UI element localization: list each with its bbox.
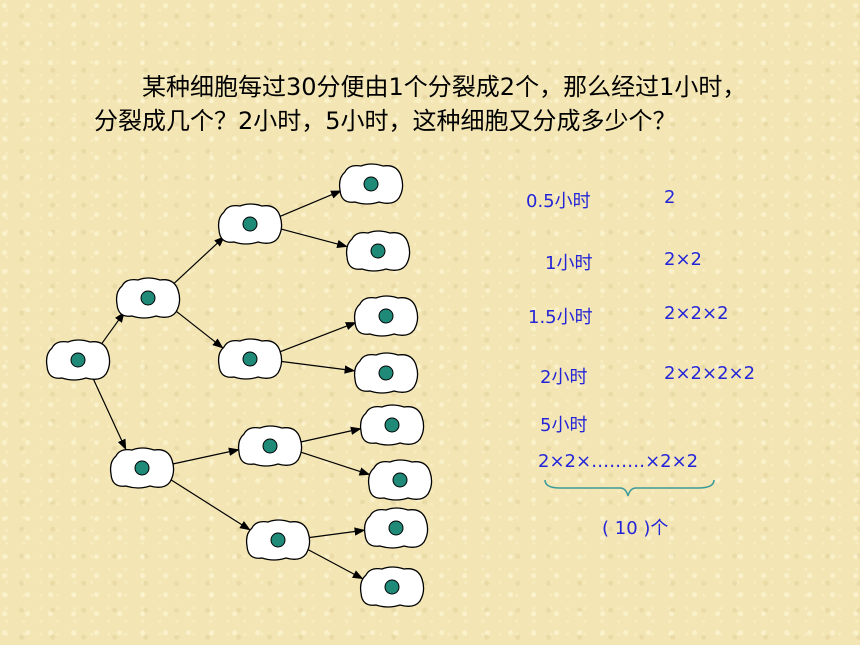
time-1h-label: 1小时 bbox=[545, 253, 593, 274]
nucleus-icon bbox=[384, 417, 400, 433]
nucleus-icon bbox=[392, 472, 408, 488]
nucleus-icon bbox=[363, 176, 379, 192]
value-1.5h-label: 2×2×2 bbox=[664, 303, 729, 324]
cell-icon bbox=[338, 163, 404, 205]
nucleus-icon bbox=[134, 460, 150, 476]
count-label: ( 10 )个 bbox=[602, 518, 669, 539]
nucleus-icon bbox=[378, 365, 394, 381]
cell-icon bbox=[115, 277, 181, 319]
division-arrow bbox=[278, 190, 342, 218]
nucleus-icon bbox=[140, 290, 156, 306]
division-arrow bbox=[299, 426, 362, 443]
division-arrow bbox=[92, 378, 127, 451]
division-arrow bbox=[168, 477, 251, 531]
cell-icon bbox=[367, 459, 433, 501]
cell-icon bbox=[353, 352, 419, 394]
time-2h-label: 2小时 bbox=[540, 367, 588, 388]
nucleus-icon bbox=[384, 579, 400, 595]
cell-icon bbox=[237, 425, 303, 467]
time-1.5h-label: 1.5小时 bbox=[528, 307, 593, 328]
division-arrow bbox=[298, 450, 371, 476]
division-arrow bbox=[278, 322, 357, 353]
value-0.5h-label: 2 bbox=[664, 187, 676, 208]
division-arrow bbox=[173, 308, 224, 349]
cell-icon bbox=[245, 519, 311, 561]
division-arrow bbox=[99, 311, 125, 346]
division-arrow bbox=[279, 360, 356, 374]
division-arrow bbox=[279, 227, 348, 249]
division-arrow bbox=[171, 447, 240, 465]
cell-icon bbox=[353, 295, 419, 337]
nucleus-icon bbox=[242, 351, 258, 367]
nucleus-icon bbox=[262, 438, 278, 454]
cell-icon bbox=[359, 566, 425, 608]
cell-icon bbox=[363, 507, 429, 549]
division-arrow bbox=[307, 527, 366, 539]
question-text: 某种细胞每过30分便由1个分裂成2个，那么经过1小时，分裂成几个？2小时，5小时… bbox=[94, 73, 747, 135]
value-2h-label: 2×2×2×2 bbox=[664, 363, 756, 384]
cell-icon bbox=[109, 447, 175, 489]
cell-icon bbox=[45, 339, 111, 381]
brace-icon bbox=[544, 479, 715, 497]
nucleus-icon bbox=[270, 532, 286, 548]
expression-5h: 2×2×………×2×2 bbox=[538, 451, 699, 472]
cell-icon bbox=[217, 203, 283, 245]
nucleus-icon bbox=[242, 216, 258, 232]
cell-icon bbox=[345, 230, 411, 272]
cell-icon bbox=[217, 338, 283, 380]
nucleus-icon bbox=[388, 520, 404, 536]
cell-icon bbox=[359, 404, 425, 446]
time-5h-label: 5小时 bbox=[540, 415, 588, 436]
nucleus-icon bbox=[370, 243, 386, 259]
time-0.5h-label: 0.5小时 bbox=[526, 191, 591, 212]
nucleus-icon bbox=[70, 352, 86, 368]
value-1h-label: 2×2 bbox=[664, 249, 702, 270]
nucleus-icon bbox=[378, 308, 394, 324]
division-arrow bbox=[171, 236, 225, 286]
division-arrow bbox=[305, 547, 364, 580]
